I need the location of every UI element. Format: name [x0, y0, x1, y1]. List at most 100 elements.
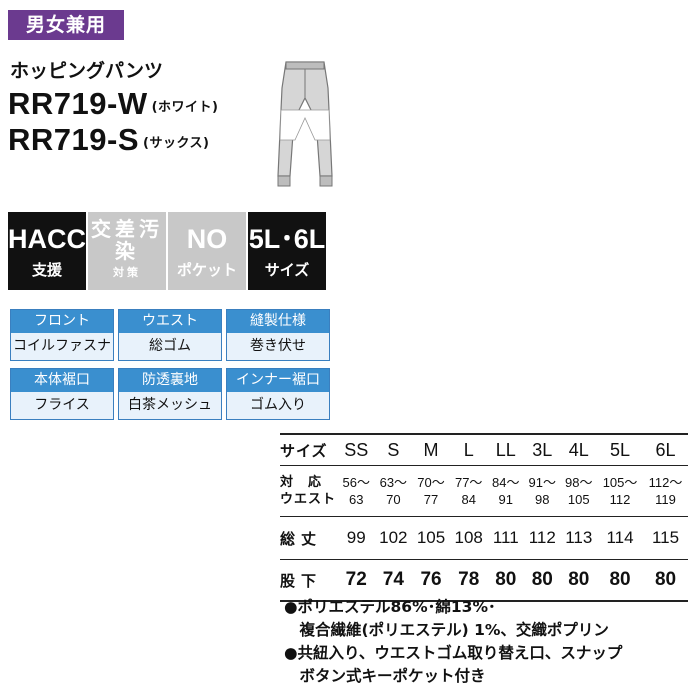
length-cell: 99 [338, 516, 375, 560]
spec-label: ウエスト [119, 310, 221, 333]
spec-label: フロント [11, 310, 113, 333]
badge-title: NO [186, 224, 228, 254]
length-cell: 111 [487, 516, 525, 560]
size-cell: LL [487, 433, 525, 466]
size-cell: SS [338, 433, 375, 466]
length-cell: 105 [412, 516, 450, 560]
waist-to: 112 [609, 492, 631, 507]
spec-value: 白茶メッシュ [119, 392, 221, 419]
spec-value: 巻き伏せ [227, 333, 329, 360]
spec-waist: ウエスト 総ゴム [118, 309, 222, 361]
inseam-cell: 72 [338, 559, 375, 602]
waist-to: 98 [535, 492, 550, 507]
size-cell: S [374, 433, 413, 466]
inseam-cell: 80 [643, 559, 688, 602]
length-cell: 102 [374, 516, 413, 560]
spec-body-hem: 本体裾口 フライス [10, 368, 114, 420]
product-name: ホッピングパンツ [10, 60, 163, 82]
length-cell: 113 [560, 516, 597, 560]
badge-subtitle: ポケット [176, 261, 237, 279]
waist-to: 70 [386, 492, 401, 507]
waist-cell: 105〜 112 [597, 465, 644, 517]
length-cell: 114 [597, 516, 644, 560]
badge-title: HACCP [8, 224, 105, 254]
badge-title: 交差汚染 [91, 217, 163, 263]
waist-to: 63 [349, 492, 364, 507]
waist-cell: 70〜77 [412, 465, 450, 517]
inseam-row: 股下 72 74 76 78 80 80 80 80 80 [280, 559, 688, 602]
badge-subtitle: 支援 [31, 261, 62, 279]
badge-subtitle: 対策 [113, 266, 141, 279]
size-cell: L [449, 433, 488, 466]
waist-cell: 98〜105 [560, 465, 597, 517]
spec-value: 総ゴム [119, 333, 221, 360]
waist-to: 77 [423, 492, 439, 507]
note-line: ●ポリエステル86%･綿13%･ [284, 598, 496, 616]
waist-label-line1: 対 応 [280, 475, 323, 490]
spec-label: 縫製仕様 [227, 310, 329, 333]
length-cell: 112 [524, 516, 561, 560]
waist-cell: 77〜84 [449, 465, 488, 517]
model-code: RR719-W [8, 86, 148, 121]
spec-label: 本体裾口 [11, 369, 113, 392]
inseam-cell: 80 [560, 559, 597, 602]
waist-cell: 84〜91 [487, 465, 525, 517]
inseam-label: 股下 [280, 559, 338, 602]
spec-sewing: 縫製仕様 巻き伏せ [226, 309, 330, 361]
model-color: (サックス) [143, 136, 210, 151]
inseam-cell: 76 [412, 559, 450, 602]
waist-label: 対 応ウエスト [280, 465, 338, 517]
model-sax: RR719-S (サックス) [8, 122, 210, 158]
waist-from: 105〜 [602, 475, 638, 490]
waist-from: 63〜 [379, 475, 408, 490]
note-line: ボタン式キーポケット付き [284, 667, 486, 685]
spec-value: ゴム入り [227, 392, 329, 419]
size-header-row: サイズ SS S M L LL 3L 4L 5L 6L [280, 433, 688, 466]
spec-value: コイルファスナー [11, 333, 113, 381]
length-cell: 108 [449, 516, 488, 560]
waist-from: 70〜 [417, 475, 445, 490]
badge-subtitle: サイズ [264, 261, 310, 279]
waist-from: 77〜 [454, 475, 483, 490]
waist-from: 56〜 [342, 475, 370, 490]
waist-label-line2: ウエスト [280, 492, 337, 507]
inseam-cell: 80 [487, 559, 525, 602]
waist-to: 105 [567, 492, 590, 507]
model-color: (ホワイト) [151, 100, 219, 115]
model-code: RR719-S [8, 122, 139, 157]
length-label: 総丈 [280, 516, 338, 560]
model-white: RR719-W(ホワイト) [8, 86, 218, 122]
waist-to: 84 [461, 492, 476, 507]
spec-label: 防透裏地 [119, 369, 221, 392]
badge-title: 5L･6L [248, 224, 326, 254]
spec-inner-hem: インナー裾口 ゴム入り [226, 368, 330, 420]
waist-cell: 112〜 119 [643, 465, 688, 517]
note-line: 複合繊維(ポリエステル) 1%、交織ポプリン [284, 621, 609, 639]
size-cell: M [412, 433, 450, 466]
unisex-tag: 男女兼用 [8, 10, 124, 40]
waist-from: 98〜 [565, 475, 593, 490]
waist-from: 91〜 [528, 475, 556, 490]
length-cell: 115 [643, 516, 688, 560]
inseam-cell: 80 [524, 559, 561, 602]
size-header-label: サイズ [280, 433, 338, 466]
waist-cell: 63〜70 [374, 465, 413, 517]
inseam-cell: 74 [374, 559, 413, 602]
size-cell: 4L [560, 433, 597, 466]
spec-front: フロント コイルファスナー [10, 309, 114, 381]
waist-to: 119 [655, 492, 676, 507]
product-notes: ●ポリエステル86%･綿13%･ 複合繊維(ポリエステル) 1%、交織ポプリン … [284, 596, 696, 688]
waist-from: 84〜 [492, 475, 520, 490]
no-pocket-badge: NO ポケット [168, 212, 246, 290]
large-size-badge: 5L･6L サイズ [248, 212, 326, 290]
inseam-cell: 80 [597, 559, 644, 602]
length-row: 総丈 99 102 105 108 111 112 113 114 115 [280, 516, 688, 560]
spec-lining: 防透裏地 白茶メッシュ [118, 368, 222, 420]
spec-value: フライス [11, 392, 113, 419]
size-cell: 5L [597, 433, 644, 466]
waist-from: 112〜 [648, 475, 683, 490]
spec-label: インナー裾口 [227, 369, 329, 392]
pants-illustration [277, 61, 333, 187]
size-table: サイズ SS S M L LL 3L 4L 5L 6L 対 応ウエスト 56〜 6… [280, 433, 688, 602]
size-cell: 6L [643, 433, 688, 466]
